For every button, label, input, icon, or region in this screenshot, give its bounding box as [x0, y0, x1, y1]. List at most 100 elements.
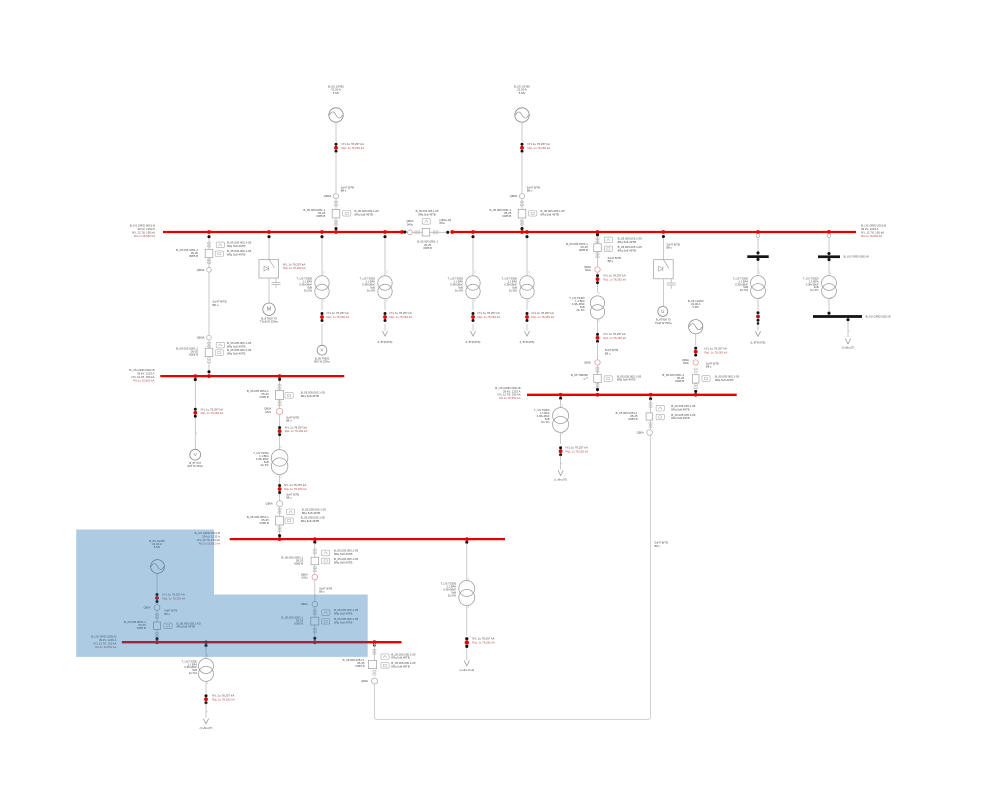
- svg-text:B_05.005.005.1-05: B_05.005.005.1-05: [617, 374, 642, 378]
- svg-text:05-25: 05-25: [296, 619, 304, 623]
- svg-text:B_US GRID 0021-B: B_US GRID 0021-B: [866, 315, 891, 319]
- svg-text:T_US TS300: T_US TS300: [733, 277, 749, 281]
- svg-text:8Rq 5u8.49TB: 8Rq 5u8.49TB: [227, 244, 245, 248]
- svg-text:RqL 1u 78,282 kA: RqL 1u 78,282 kA: [285, 429, 308, 433]
- svg-text:B_05 T9600: B_05 T9600: [315, 356, 330, 360]
- svg-text:Rd,1u 15,852 kA: Rd,1u 15,852 kA: [499, 396, 520, 400]
- svg-text:1.1 BFA: 1.1 BFA: [507, 280, 517, 284]
- svg-text:1.1 BFA: 1.1 BFA: [738, 279, 748, 283]
- svg-text:Rd,1u 15,852 kA: Rd,1u 15,852 kA: [199, 541, 220, 545]
- svg-text:RqL 1u 78,282 kA: RqL 1u 78,282 kA: [566, 449, 589, 453]
- svg-text:39 kV, 1233 A: 39 kV, 1233 A: [137, 371, 155, 375]
- svg-text:QB0A: QB0A: [301, 602, 308, 606]
- svg-text:Du 5%: Du 5%: [367, 289, 376, 293]
- svg-text:B_05.005.005.1-05: B_05.005.005.1-05: [671, 413, 696, 417]
- svg-text:Du 5%: Du 5%: [509, 289, 518, 293]
- svg-text:RqL 1u 78,282 kA: RqL 1u 78,282 kA: [472, 641, 495, 645]
- svg-text:5uB: 5uB: [264, 460, 269, 464]
- svg-text:Rd,1u 15,852 kA: Rd,1u 15,852 kA: [861, 234, 882, 238]
- svg-text:B_05.005.0051-1: B_05.005.0051-1: [281, 616, 303, 620]
- svg-text:0.38+38vF: 0.38+38vF: [572, 302, 585, 306]
- svg-text:5uHT B/TB: 5uHT B/TB: [655, 541, 668, 545]
- svg-text:U: U: [661, 309, 664, 314]
- svg-text:B_US GRID 0021-B: B_US GRID 0021-B: [129, 368, 154, 372]
- svg-text:N°L 1u 78,257 kA: N°L 1u 78,257 kA: [284, 483, 306, 487]
- svg-text:8Rq 5u8.49TB: 8Rq 5u8.49TB: [227, 352, 245, 356]
- svg-text:N°L 1u 78,257 kA: N°L 1u 78,257 kA: [478, 311, 500, 315]
- svg-text:u-T: u-T: [584, 376, 589, 380]
- svg-text:8Rq 5u8.49TB: 8Rq 5u8.49TB: [671, 416, 689, 420]
- svg-text:B8 u: B8 u: [319, 590, 325, 594]
- svg-text:B_05.005.005.1-05: B_05.005.005.1-05: [391, 652, 416, 656]
- svg-text:B8 u: B8 u: [655, 544, 661, 548]
- svg-text:0085 B: 0085 B: [502, 214, 511, 218]
- svg-text:B_05.005.0051-1: B_05.005.0051-1: [417, 240, 438, 244]
- svg-text:RqL 1u 78,282 kA: RqL 1u 78,282 kA: [390, 315, 413, 319]
- svg-text:(1.u8.1.8.u0): (1.u8.1.8.u0): [459, 668, 474, 672]
- svg-text:1: 1: [830, 272, 832, 275]
- svg-text:RqL 1u 78,282 kA: RqL 1u 78,282 kA: [283, 266, 306, 270]
- svg-text:2: 2: [386, 300, 388, 303]
- svg-text:0A0u: 0A0u: [265, 410, 272, 414]
- svg-text:0085 B: 0085 B: [355, 664, 364, 668]
- svg-text:8Rq 5u8.49TB: 8Rq 5u8.49TB: [302, 511, 320, 515]
- svg-text:(L 8TR.0TB): (L 8TR.0TB): [751, 341, 766, 345]
- svg-text:B_05.005.0051-1: B_05.005.0051-1: [247, 515, 269, 519]
- svg-text:0085 B: 0085 B: [260, 521, 269, 525]
- svg-text:N°L 12.78, 150 kA: N°L 12.78, 150 kA: [93, 641, 116, 645]
- svg-text:RqL 1u 78,282 kA: RqL 1u 78,282 kA: [705, 350, 728, 354]
- svg-text:0.38+38vF: 0.38+38vF: [537, 414, 550, 418]
- svg-text:1.1 BFA: 1.1 BFA: [575, 299, 585, 303]
- svg-text:5 MV: 5 MV: [692, 305, 699, 309]
- svg-text:05-25: 05-25: [191, 251, 199, 255]
- svg-text:B_05.005.005.1-05: B_05.005.005.1-05: [541, 209, 566, 213]
- svg-text:T_US TS300: T_US TS300: [803, 277, 819, 281]
- svg-text:RqL 1u 78,282 kA: RqL 1u 78,282 kA: [212, 697, 235, 701]
- svg-text:8Rq 5u8.49TB: 8Rq 5u8.49TB: [301, 394, 319, 398]
- svg-text:8Rq 5u8.49TB: 8Rq 5u8.49TB: [418, 212, 436, 216]
- svg-text:05-25: 05-25: [261, 392, 269, 396]
- svg-text:Du 5%: Du 5%: [261, 463, 270, 467]
- svg-text:05-25: 05-25: [296, 558, 304, 562]
- svg-text:B_US GRID 0011-B: B_US GRID 0011-B: [861, 224, 886, 228]
- svg-text:T_US TS300: T_US TS300: [569, 296, 585, 300]
- svg-text:QB0A: QB0A: [584, 265, 591, 269]
- svg-text:RqL 1u 78,282 kA: RqL 1u 78,282 kA: [528, 146, 551, 150]
- svg-text:2: 2: [528, 300, 530, 303]
- svg-text:QB0A: QB0A: [361, 679, 368, 683]
- svg-text:B_05.005.0051-1: B_05.005.0051-1: [343, 658, 365, 662]
- svg-text:B_8T900 T0: B_8T900 T0: [261, 316, 277, 320]
- svg-text:B8 u: B8 u: [605, 352, 611, 356]
- svg-text:1: 1: [598, 292, 600, 295]
- svg-text:Rd,1u 15,852 kA: Rd,1u 15,852 kA: [95, 645, 116, 649]
- svg-text:N°L 1u 78,257 kA: N°L 1u 78,257 kA: [283, 263, 305, 267]
- svg-text:2: 2: [323, 300, 325, 303]
- svg-text:RqL 1u 78,282 kA: RqL 1u 78,282 kA: [342, 146, 365, 150]
- svg-text:0085 B: 0085 B: [260, 395, 269, 399]
- svg-text:T0u8 W 25%u: T0u8 W 25%u: [260, 320, 278, 324]
- svg-text:8Rq 5u8.49TB: 8Rq 5u8.49TB: [227, 253, 245, 257]
- svg-text:0A0u: 0A0u: [302, 576, 309, 580]
- svg-text:Rd,1u 15,852 kA: Rd,1u 15,852 kA: [133, 378, 154, 382]
- svg-text:T_US TS300: T_US TS300: [360, 277, 376, 281]
- svg-text:5uB: 5uB: [192, 668, 197, 672]
- svg-text:RqL 1u 78,282 kA: RqL 1u 78,282 kA: [603, 277, 626, 281]
- svg-text:8Rq 5u8.49TB: 8Rq 5u8.49TB: [334, 620, 352, 624]
- svg-text:B_05 1G450: B_05 1G450: [514, 85, 530, 89]
- svg-text:RqL 1u 78,282 kA: RqL 1u 78,282 kA: [284, 487, 307, 491]
- svg-text:B_05.005.005.1-05: B_05.005.005.1-05: [227, 341, 252, 345]
- svg-text:8Rq 5u8.49TB: 8Rq 5u8.49TB: [618, 240, 636, 244]
- svg-text:8Rq 5u8.49TB: 8Rq 5u8.49TB: [391, 656, 409, 660]
- svg-text:1.1 BFA: 1.1 BFA: [540, 411, 550, 415]
- svg-text:05-25: 05-25: [261, 518, 269, 522]
- svg-text:B8 u: B8 u: [164, 612, 170, 616]
- svg-text:8Rq 5u8.49TB: 8Rq 5u8.49TB: [334, 612, 352, 616]
- svg-text:1.1 BFA: 1.1 BFA: [446, 584, 456, 588]
- svg-text:5uHT B/TB: 5uHT B/TB: [286, 493, 299, 497]
- svg-text:B_05.005.005.1-05: B_05.005.005.1-05: [618, 245, 643, 249]
- svg-text:1.1 BFA: 1.1 BFA: [302, 280, 312, 284]
- svg-text:B_05 1G450: B_05 1G450: [688, 299, 704, 303]
- svg-text:1: 1: [759, 272, 761, 275]
- svg-text:B_05.005.005.1-05: B_05.005.005.1-05: [334, 617, 359, 621]
- svg-text:B_05.005.005.1-05: B_05.005.005.1-05: [334, 549, 359, 553]
